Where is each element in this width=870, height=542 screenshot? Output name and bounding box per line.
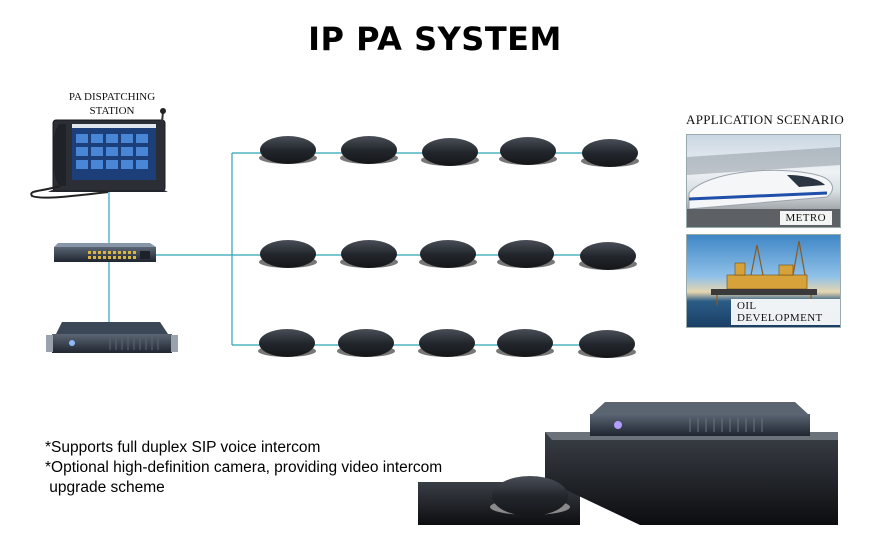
page-title: IP PA SYSTEM (308, 20, 562, 58)
oil-development-caption: OIL DEVELOPMENT (731, 299, 840, 325)
station-label-line1: PA DISPATCHING (68, 91, 156, 103)
ceiling-speaker-icon (496, 329, 554, 357)
oil-platform-icon (711, 240, 817, 305)
ip-phone-icon (30, 108, 168, 199)
server-icon (46, 322, 178, 353)
metro-photo: METRO (686, 134, 841, 228)
ceiling-speaker-icon (340, 240, 398, 268)
metro-caption: METRO (779, 211, 832, 225)
feature-item: upgrade scheme (45, 479, 165, 496)
feature-list: *Supports full duplex SIP voice intercom… (45, 438, 442, 498)
station-label-line2: STATION (89, 105, 135, 117)
oil-development-photo: OIL DEVELOPMENT (686, 234, 841, 328)
ceiling-speaker-icon (337, 329, 395, 357)
ceiling-speaker-icon (490, 476, 570, 516)
ceiling-speaker-icon (258, 329, 316, 357)
ceiling-speaker-icon (419, 240, 477, 268)
ceiling-speaker-icon (497, 240, 555, 268)
ceiling-speaker-icon (578, 330, 636, 358)
feature-item: *Supports full duplex SIP voice intercom (45, 439, 321, 456)
product-showcase (418, 402, 838, 525)
ceiling-speaker-icon (581, 139, 639, 167)
application-scenario-title: APPLICATION SCENARIO (686, 112, 845, 127)
ceiling-speaker-icon (499, 137, 557, 165)
ceiling-speaker-icon (259, 136, 317, 164)
station-label: PA DISPATCHING STATION (52, 90, 172, 118)
network-switch-icon (54, 243, 156, 262)
ceiling-speaker-icon (579, 242, 637, 270)
speaker-grid (258, 136, 639, 358)
ceiling-speaker-icon (259, 240, 317, 268)
feature-item: *Optional high-definition camera, provid… (45, 459, 443, 476)
ceiling-speaker-icon (418, 329, 476, 357)
ceiling-speaker-icon (340, 136, 398, 164)
ceiling-speaker-icon (421, 138, 479, 166)
server-icon (590, 402, 810, 436)
